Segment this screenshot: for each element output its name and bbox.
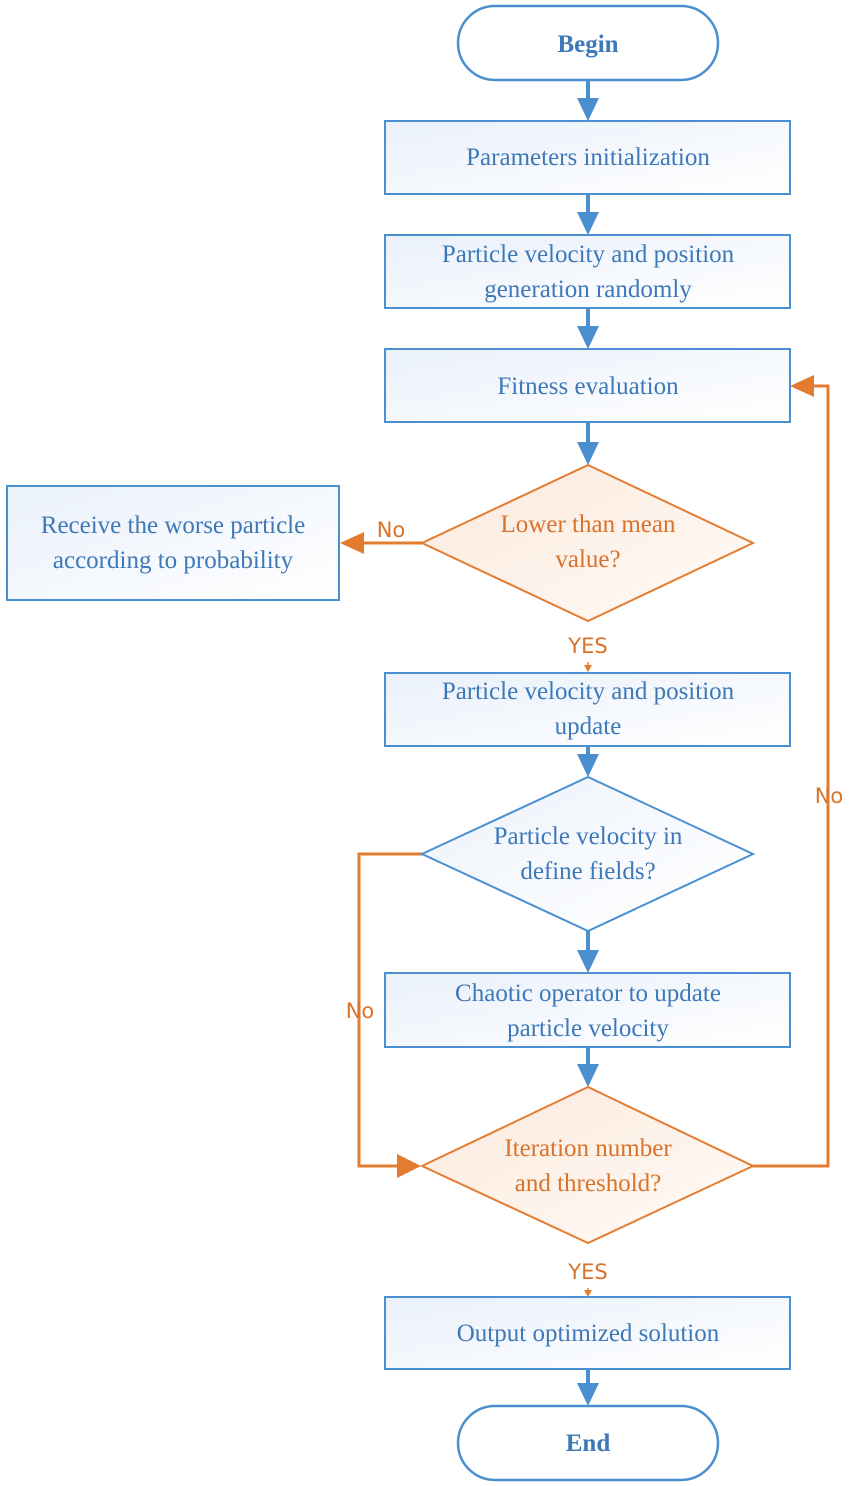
edge-velocity-no [357,852,422,1168]
arrowhead-icon [340,532,364,554]
arrowhead-icon [577,212,599,235]
end-label: End [566,1430,611,1457]
decision-lower-mean: Lower than mean value? [419,463,756,623]
lower-yes-label: YES [567,634,607,658]
arrowhead-icon [577,950,599,973]
node-random-gen: Particle velocity and position generatio… [384,234,791,309]
velocity-check-line2: define fields? [520,858,655,885]
node-fitness: Fitness evaluation [384,348,791,423]
iteration-line2: and threshold? [515,1170,661,1197]
node-begin: Begin [456,4,720,82]
decision-iteration: Iteration number and threshold? [419,1085,756,1245]
arrowhead-icon [584,665,592,672]
fitness-label: Fitness evaluation [497,373,679,400]
lower-mean-line1: Lower than mean [501,511,676,538]
output-label: Output optimized solution [457,1320,720,1347]
lower-mean-line2: value? [555,546,620,573]
chaotic-line2: particle velocity [507,1015,669,1042]
iteration-yes-label: YES [567,1260,607,1284]
arrowhead-icon [577,754,599,777]
iteration-line1: Iteration number [504,1135,672,1162]
node-receive-worse: Receive the worse particle according to … [6,485,340,601]
random-gen-line2: generation randomly [484,276,692,303]
arrowhead-icon [584,1290,592,1297]
arrowhead-icon [790,375,814,397]
arrowhead-icon [577,98,599,121]
chaotic-line1: Chaotic operator to update [455,980,721,1007]
node-params-init: Parameters initialization [384,120,791,195]
arrowhead-icon [577,326,599,349]
edge-labels: No YES No No YES [346,518,844,1284]
arrowhead-icon [577,442,599,465]
update-line1: Particle velocity and position [442,678,735,705]
random-gen-line1: Particle velocity and position [442,241,735,268]
orange-connectors [340,375,830,1297]
iteration-no-label: No [815,784,844,808]
decision-velocity-check: Particle velocity in define fields? [419,775,756,933]
arrowhead-icon [577,1383,599,1406]
velocity-no-label: No [346,999,375,1023]
receive-worse-line1: Receive the worse particle [41,512,305,539]
update-line2: update [555,713,622,740]
node-output: Output optimized solution [384,1296,791,1370]
lower-no-label: No [377,518,406,542]
edge-iteration-no [753,384,830,1168]
velocity-check-line1: Particle velocity in [494,823,683,850]
receive-worse-line2: according to probability [53,547,294,574]
arrowhead-icon [397,1154,421,1178]
node-chaotic: Chaotic operator to update particle velo… [384,972,791,1048]
node-end: End [456,1404,720,1482]
begin-label: Begin [557,31,618,58]
arrowhead-icon [577,1064,599,1087]
params-init-label: Parameters initialization [466,144,710,171]
blue-connectors [577,80,599,1406]
node-update: Particle velocity and position update [384,672,791,747]
